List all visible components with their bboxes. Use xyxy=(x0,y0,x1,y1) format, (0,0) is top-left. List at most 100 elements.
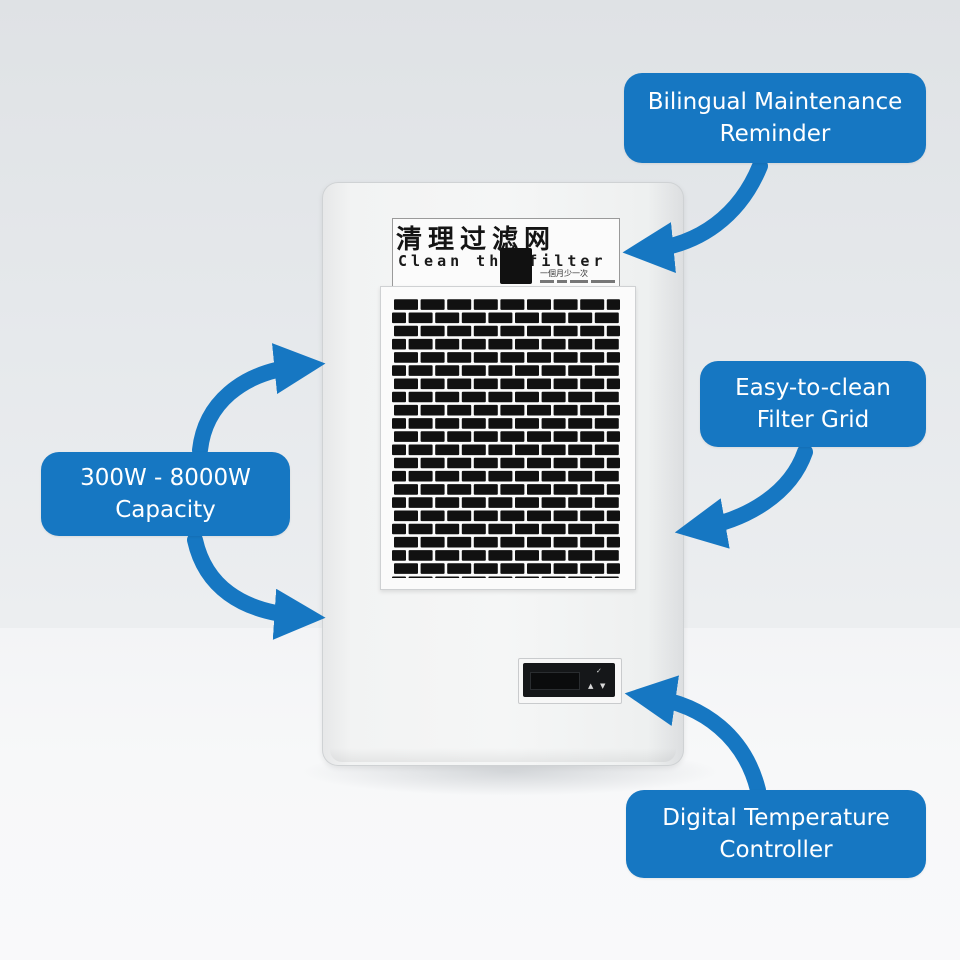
filter-slot xyxy=(488,444,513,456)
filter-slot xyxy=(488,418,513,429)
filter-slot xyxy=(606,510,620,522)
filter-grid xyxy=(392,299,620,578)
filter-slot xyxy=(420,325,445,337)
filter-slot xyxy=(515,550,539,561)
filter-slot xyxy=(527,431,551,442)
filter-slot xyxy=(594,470,619,482)
filter-slot xyxy=(473,325,498,337)
filter-slot xyxy=(553,536,578,548)
curved-arrow xyxy=(187,532,326,640)
filter-slot xyxy=(392,497,406,508)
filter-slot xyxy=(594,523,619,535)
callout-filter-line1: Easy-to-clean xyxy=(735,375,891,401)
filter-slot xyxy=(447,299,472,310)
filter-slot xyxy=(580,431,605,442)
filter-slot xyxy=(515,365,539,376)
filter-slot xyxy=(500,457,525,469)
filter-slot xyxy=(435,550,460,561)
filter-slot xyxy=(500,484,525,495)
filter-slot xyxy=(568,338,593,350)
filter-slot xyxy=(568,576,593,578)
filter-slot xyxy=(541,576,566,578)
filter-slot xyxy=(594,418,619,429)
filter-slot xyxy=(527,484,551,495)
filter-slot xyxy=(553,431,578,442)
filter-slot xyxy=(580,510,605,522)
fineprint-marks xyxy=(540,280,615,283)
filter-slot xyxy=(392,338,406,350)
callout-filter-line2: Filter Grid xyxy=(756,407,870,433)
filter-slot xyxy=(606,325,620,337)
filter-slot xyxy=(594,576,619,578)
filter-slot xyxy=(527,457,551,469)
callout-maintenance-line2: Reminder xyxy=(719,121,831,147)
callout-maintenance-reminder: Bilingual Maintenance Reminder xyxy=(624,73,926,163)
filter-slot xyxy=(553,457,578,469)
filter-slot xyxy=(408,444,433,456)
filter-slot xyxy=(488,365,513,376)
up-icon[interactable]: ▲ xyxy=(588,682,594,690)
filter-slot xyxy=(500,299,525,310)
filter-slot xyxy=(461,338,486,350)
curved-arrow xyxy=(674,444,813,549)
filter-slot xyxy=(568,523,593,535)
filter-slot xyxy=(500,536,525,548)
filter-slot xyxy=(435,365,460,376)
filter-slot xyxy=(527,299,551,310)
filter-slot xyxy=(473,510,498,522)
filter-slot xyxy=(594,444,619,456)
filter-slot xyxy=(473,378,498,390)
filter-slot xyxy=(473,299,498,310)
filter-slot xyxy=(420,431,445,442)
filter-slot xyxy=(541,391,566,403)
filter-slot xyxy=(541,550,566,561)
filter-slot xyxy=(435,312,460,324)
filter-slot xyxy=(568,418,593,429)
filter-slot xyxy=(420,378,445,390)
filter-slot xyxy=(580,404,605,416)
filter-slot xyxy=(500,563,525,574)
filter-slot xyxy=(553,404,578,416)
filter-slot xyxy=(500,352,525,363)
filter-slot xyxy=(580,352,605,363)
filter-slot xyxy=(568,391,593,403)
filter-slot xyxy=(461,550,486,561)
callout-controller-line2: Controller xyxy=(719,837,833,863)
filter-slot xyxy=(461,312,486,324)
filter-slot xyxy=(580,484,605,495)
filter-slot xyxy=(580,536,605,548)
filter-slot xyxy=(447,378,472,390)
filter-slot xyxy=(527,563,551,574)
filter-pull-tab[interactable] xyxy=(500,248,532,284)
filter-slot xyxy=(473,352,498,363)
down-icon[interactable]: ▼ xyxy=(600,682,606,690)
filter-slot xyxy=(473,431,498,442)
filter-slot xyxy=(488,523,513,535)
filter-slot xyxy=(394,299,418,310)
filter-slot xyxy=(461,523,486,535)
filter-slot xyxy=(461,497,486,508)
filter-slot xyxy=(408,418,433,429)
set-icon[interactable]: ✓ xyxy=(596,667,602,675)
maintenance-label-note: 一個月少一次 xyxy=(540,269,588,278)
filter-slot xyxy=(594,391,619,403)
filter-slot xyxy=(527,510,551,522)
filter-slot xyxy=(392,523,406,535)
filter-slot xyxy=(515,497,539,508)
filter-slot xyxy=(580,457,605,469)
filter-slot xyxy=(568,497,593,508)
filter-slot xyxy=(420,457,445,469)
filter-slot xyxy=(392,550,406,561)
callout-temperature-controller: Digital Temperature Controller xyxy=(626,790,926,878)
filter-slot xyxy=(541,312,566,324)
curved-arrow xyxy=(622,158,768,274)
filter-slot xyxy=(447,325,472,337)
filter-slot xyxy=(473,457,498,469)
filter-slot xyxy=(594,497,619,508)
filter-slot xyxy=(408,497,433,508)
filter-slot xyxy=(500,431,525,442)
filter-slot xyxy=(394,457,418,469)
filter-slot xyxy=(435,391,460,403)
filter-slot xyxy=(447,457,472,469)
filter-slot xyxy=(420,404,445,416)
